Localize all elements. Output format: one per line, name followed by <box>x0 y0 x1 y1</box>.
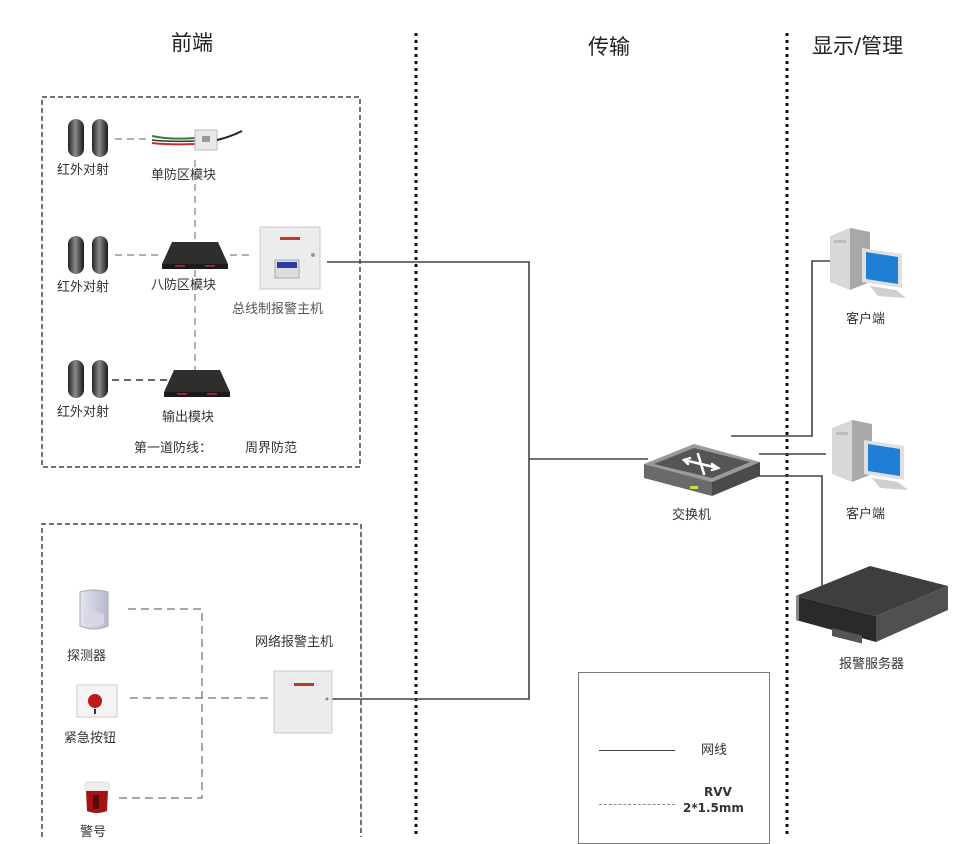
legend-rvv-label: RVV <box>704 785 732 799</box>
alarm-panel-icon <box>273 670 333 734</box>
panic-button-label: 紧急按钮 <box>64 731 117 746</box>
rack-server-icon <box>796 566 948 644</box>
ir-beam-device-3[interactable] <box>66 358 112 404</box>
ir-beam-device-2[interactable] <box>66 234 112 280</box>
detector-device[interactable] <box>76 588 112 638</box>
section-title-front-end: 前端 <box>171 31 213 55</box>
group-box-network-host <box>41 523 362 837</box>
siren-label: 警号 <box>80 825 107 840</box>
bus-alarm-host-label: 总线制报警主机 <box>232 302 324 317</box>
bus-alarm-host-device[interactable] <box>258 225 324 295</box>
switch-device[interactable] <box>642 424 762 500</box>
client-pc-icon <box>830 228 906 298</box>
siren-icon <box>84 781 110 813</box>
legend: 网线 RVV 2*1.5mm <box>578 672 770 844</box>
rvv-detector-bus <box>118 608 203 799</box>
ir-beam-icon <box>68 119 108 157</box>
client-label-1: 客户端 <box>846 312 886 327</box>
output-module-device[interactable] <box>162 368 232 402</box>
legend-network-cable-label: 网线 <box>701 743 728 758</box>
net-switch-to-server <box>740 475 823 586</box>
eight-zone-module-icon <box>162 242 228 269</box>
ir-beam-device-1[interactable] <box>66 117 112 163</box>
detector-label: 探测器 <box>67 649 107 664</box>
ir-beam-label-2: 红外对射 <box>57 280 110 295</box>
single-zone-module-device[interactable] <box>150 126 245 162</box>
switch-label: 交换机 <box>672 508 712 523</box>
client-label-2: 客户端 <box>846 507 886 522</box>
alarm-panel-icon <box>259 226 321 290</box>
network-alarm-host-label: 网络报警主机 <box>255 635 334 650</box>
output-module-icon <box>164 370 230 397</box>
ir-beam-icon <box>68 360 108 398</box>
single-zone-module-icon <box>151 129 243 151</box>
panic-button-icon <box>76 684 118 718</box>
ir-beam-icon <box>68 236 108 274</box>
legend-dashed-line-swatch <box>599 804 675 805</box>
eight-zone-module-label: 八防区模块 <box>151 278 217 293</box>
motion-detector-icon <box>79 589 109 630</box>
network-switch-icon <box>644 444 760 496</box>
client-device-2[interactable] <box>828 418 912 498</box>
group1-caption-value: 周界防范 <box>245 441 298 456</box>
section-title-transmission: 传输 <box>588 35 630 59</box>
section-title-display-management: 显示/管理 <box>812 34 904 58</box>
panic-button-device[interactable] <box>75 683 119 723</box>
ir-beam-label-1: 红外对射 <box>57 163 110 178</box>
output-module-label: 输出模块 <box>162 410 215 425</box>
group1-caption-label: 第一道防线： <box>134 441 213 456</box>
client-device-1[interactable] <box>826 226 910 306</box>
alarm-server-device[interactable] <box>792 562 952 648</box>
single-zone-module-label: 单防区模块 <box>151 168 217 183</box>
eight-zone-module-device[interactable] <box>160 240 230 274</box>
net-switch-to-client1 <box>731 260 830 437</box>
legend-rvv-spec-label: 2*1.5mm <box>683 801 744 815</box>
ir-beam-label-3: 红外对射 <box>57 405 110 420</box>
alarm-server-label: 报警服务器 <box>839 657 905 672</box>
net-bus-host-to-switch <box>327 261 530 700</box>
client-pc-icon <box>832 420 908 490</box>
network-alarm-host-device[interactable] <box>272 669 334 739</box>
legend-solid-line-swatch <box>599 750 675 751</box>
siren-device[interactable] <box>82 781 112 821</box>
